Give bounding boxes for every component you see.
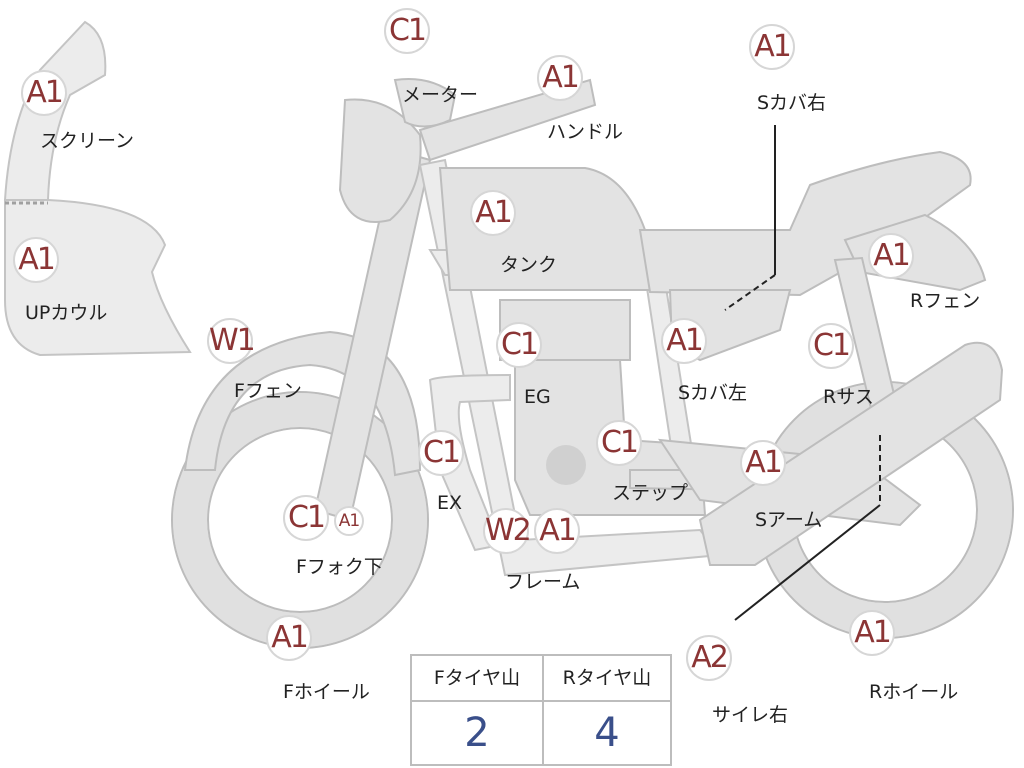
front-tire-header: Fタイヤ山 — [412, 656, 544, 702]
part-label-r-suspension: Rサス — [823, 386, 874, 408]
muffler-shape — [698, 341, 1004, 566]
grade-badge-silencer-right: A2 — [686, 635, 732, 681]
grade-badge-f-fork-lower-2: A1 — [334, 506, 364, 536]
grade-badge-step: C1 — [596, 420, 642, 466]
grade-badge-f-fork-lower: C1 — [283, 495, 329, 541]
grade-badge-screen: A1 — [21, 70, 67, 116]
grade-badge-exhaust: C1 — [418, 430, 464, 476]
part-label-frame: フレーム — [505, 571, 581, 593]
part-label-engine: EG — [524, 386, 551, 408]
part-label-s-cover-right: Sカバ右 — [757, 92, 827, 114]
rear-tire-value: 4 — [594, 710, 620, 756]
part-label-s-cover-left: Sカバ左 — [678, 382, 748, 404]
rear-tire-header: Rタイヤ山 — [544, 656, 670, 702]
grade-badge-handle: A1 — [537, 55, 583, 101]
grade-badge-r-wheel: A1 — [849, 610, 895, 656]
part-label-f-wheel: Fホイール — [283, 681, 370, 703]
up-cowl-shape — [4, 199, 192, 357]
grade-badge-s-cover-left: A1 — [661, 318, 707, 364]
grade-badge-meter: C1 — [384, 8, 430, 54]
grade-badge-frame: W2 — [483, 508, 532, 554]
grade-badge-s-cover-right: A1 — [749, 24, 795, 70]
grade-badge-engine: C1 — [496, 322, 542, 368]
part-label-up-cowl: UPカウル — [25, 302, 108, 324]
part-label-handle: ハンドル — [547, 121, 624, 143]
frame-shape — [418, 158, 722, 577]
grade-badge-tank: A1 — [470, 190, 516, 236]
part-label-r-wheel: Rホイール — [869, 681, 959, 703]
part-label-r-fender: Rフェン — [910, 290, 981, 312]
handle-shape — [418, 78, 597, 162]
front-tire-value: 2 — [412, 702, 544, 764]
part-label-exhaust: EX — [437, 492, 463, 514]
part-label-f-fork-lower: Fフォク下 — [296, 556, 383, 578]
grade-badge-f-wheel: A1 — [266, 615, 312, 661]
exhaust-shape — [428, 373, 511, 552]
part-label-tank: タンク — [500, 254, 558, 276]
grade-badge-frame-2: A1 — [534, 508, 580, 554]
seat-shape — [638, 150, 972, 297]
grade-badge-up-cowl: A1 — [13, 237, 59, 283]
part-label-swing-arm: Sアーム — [755, 509, 823, 531]
grade-badge-r-fender: A1 — [868, 233, 914, 279]
part-label-step: ステップ — [612, 482, 689, 504]
tire-tread-table: Fタイヤ山 Rタイヤ山 2 4 — [410, 654, 672, 766]
grade-badge-r-suspension: C1 — [808, 323, 854, 369]
headlight-shape — [338, 98, 422, 223]
grade-badge-swing-arm: A1 — [740, 440, 786, 486]
meter-shape — [393, 78, 457, 128]
grade-badge-f-fender: W1 — [207, 318, 256, 364]
part-label-silencer-right: サイレ右 — [712, 704, 789, 726]
part-label-f-fender: Fフェン — [234, 380, 302, 402]
part-label-screen: スクリーン — [40, 130, 135, 152]
part-label-meter: メーター — [402, 84, 479, 106]
